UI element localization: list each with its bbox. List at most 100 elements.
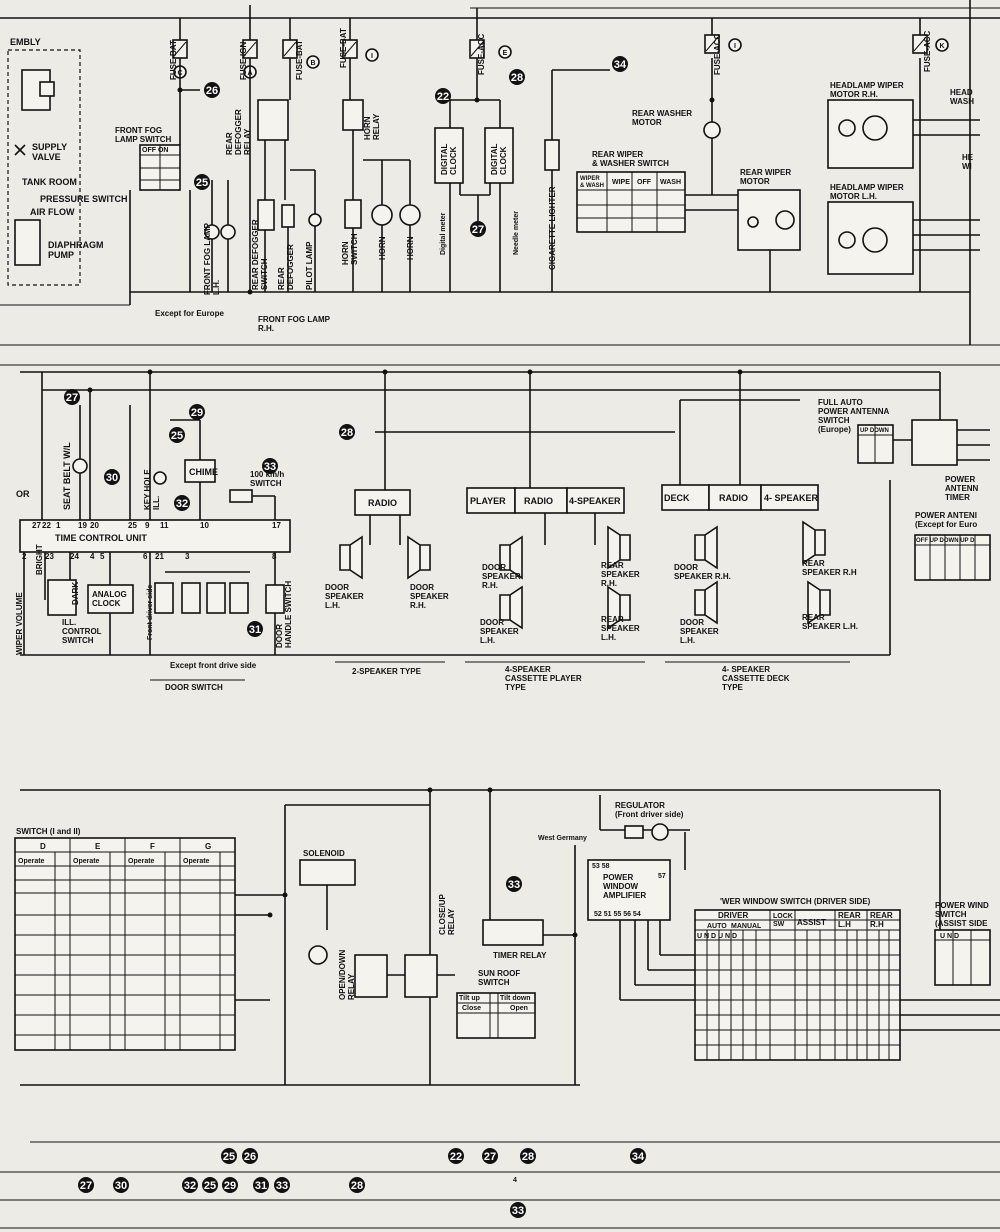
fuse-label: FUSE-BAT xyxy=(295,40,304,80)
connector-34-top: 34 xyxy=(612,56,628,72)
digital-meter-label: Digital meter xyxy=(440,212,447,255)
two-speaker-type-label: 2-SPEAKER TYPE xyxy=(352,667,422,676)
connector-27-footer: 27 xyxy=(78,1177,94,1193)
solenoid-label: SOLENOID xyxy=(303,849,345,858)
regulator-switch-box xyxy=(624,825,644,839)
digital-clock2-label: DIGITALCLOCK xyxy=(490,143,508,175)
connector-number: 31 xyxy=(255,1180,267,1192)
fuse-acc-2 xyxy=(704,34,742,54)
time-control-unit-box xyxy=(19,519,291,553)
fuse-label: FUSE-ACC xyxy=(477,33,486,75)
except-europe-label: Except for Europe xyxy=(155,309,224,318)
rear-defogger-switch-box xyxy=(257,199,275,231)
bright-label: BRIGHT xyxy=(35,544,44,575)
pin-number: 23 xyxy=(45,552,54,561)
operate-label: Operate xyxy=(128,858,155,865)
connector-27-footer: 27 xyxy=(482,1148,498,1164)
horn2-label: HORN xyxy=(406,236,415,260)
connector-number: 32 xyxy=(176,498,188,510)
pressure-switch-label: PRESSURE SWITCH xyxy=(40,194,128,204)
door-speaker-lh-1-icon xyxy=(339,535,363,580)
time-control-unit-label: TIME CONTROL UNIT xyxy=(55,533,147,543)
seat-belt-wl-icon xyxy=(72,458,88,474)
pin-number: 19 xyxy=(78,521,87,530)
connector-32-footer: 32 xyxy=(182,1177,198,1193)
regulator-motor-icon xyxy=(651,823,669,841)
connector-number: 28 xyxy=(511,72,523,84)
pin-number: 17 xyxy=(272,521,281,530)
connector-number: 22 xyxy=(450,1151,462,1163)
connector-number: 31 xyxy=(249,624,261,636)
power-antenna-timer-box xyxy=(911,419,958,466)
pin-number: 6 xyxy=(143,552,148,561)
connector-34-footer: 34 xyxy=(630,1148,646,1164)
pin-number: 8 xyxy=(272,552,277,561)
player-label: PLAYER xyxy=(470,496,506,506)
connector-number: 33 xyxy=(512,1205,524,1217)
pin-number: 25 xyxy=(128,521,137,530)
connector-31-footer: 31 xyxy=(253,1177,269,1193)
pin-number: 4 xyxy=(90,552,95,561)
regulator-label: REGULATOR(Front driver side) xyxy=(615,801,684,819)
horn-1-icon xyxy=(371,204,393,226)
off-label: OFF xyxy=(637,179,652,186)
diaphragm-pump-icon xyxy=(14,219,41,266)
front-fog-lamp-rh-icon xyxy=(220,224,236,240)
udnd-label: U N D U N D xyxy=(697,933,737,940)
connector-number: 27 xyxy=(484,1151,496,1163)
connector-number: 28 xyxy=(522,1151,534,1163)
connector-28-footer: 28 xyxy=(520,1148,536,1164)
seat-belt-label: SEAT BELT W/L xyxy=(62,442,72,510)
operate-label: Operate xyxy=(73,858,100,865)
connector-number: 32 xyxy=(184,1180,196,1192)
connector-number: 34 xyxy=(632,1151,645,1163)
pin-number: 3 xyxy=(185,552,190,561)
wash-label: WASH xyxy=(660,179,681,186)
timer-relay-label: TIMER RELAY xyxy=(493,951,547,960)
connector-number: 29 xyxy=(224,1180,236,1192)
door-speaker-lh-2-icon xyxy=(499,585,523,630)
connector-number: 33 xyxy=(264,461,276,473)
connector-22-top: 22 xyxy=(435,88,451,104)
sunroof-motor-icon xyxy=(308,945,328,965)
connector-29-middle: 29 xyxy=(189,404,205,420)
pin-number: 5 xyxy=(100,552,105,561)
operate-label: Operate xyxy=(18,858,45,865)
air-flow-label: AIR FLOW xyxy=(30,207,75,217)
four-speaker-player-box xyxy=(566,487,625,514)
connector-33-footer: 33 xyxy=(510,1202,526,1218)
connector-27-middle: 27 xyxy=(64,389,80,405)
analog-clock-box xyxy=(87,584,134,614)
power-window-switch-driver-table xyxy=(694,909,901,1061)
connector-number: 33 xyxy=(276,1180,288,1192)
cigarette-lighter-box xyxy=(544,139,560,171)
fuse-letter: E xyxy=(503,50,508,57)
west-germany-label: West Germany xyxy=(538,835,587,842)
timer-relay-box xyxy=(482,919,544,946)
connector-29-footer: 29 xyxy=(222,1177,238,1193)
radio1-label: RADIO xyxy=(368,498,397,508)
connector-28-top: 28 xyxy=(509,69,525,85)
rear-wiper-motor-icon xyxy=(775,210,795,230)
col-f-label: F xyxy=(150,842,155,851)
door-speaker-rh-3-icon xyxy=(694,525,718,570)
connector-number: 28 xyxy=(341,427,353,439)
pilot-lamp-icon xyxy=(308,213,322,227)
open-down-relay-box xyxy=(354,954,388,998)
radio-2-speaker-box xyxy=(354,489,411,516)
horn-2-icon xyxy=(399,204,421,226)
pilot-lamp-label: PILOT LAMP xyxy=(305,241,314,290)
connector-33-bottom: 33 xyxy=(506,876,522,892)
